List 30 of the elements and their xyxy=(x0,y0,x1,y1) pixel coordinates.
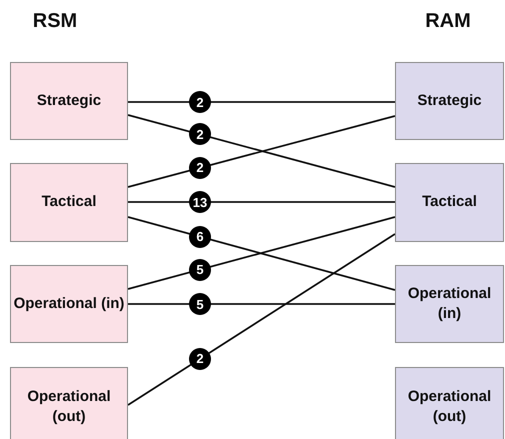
count-badge: 2 xyxy=(189,348,211,370)
category-box xyxy=(10,62,128,140)
category-label: Operational (out) xyxy=(406,386,492,427)
count-badge: 2 xyxy=(189,156,211,179)
category-box xyxy=(395,367,504,439)
category-label: Tactical xyxy=(421,192,478,212)
count-badge: 13 xyxy=(189,191,211,213)
count-badge: 2 xyxy=(189,123,211,146)
category-label: Operational (in) xyxy=(406,284,492,324)
category-box xyxy=(395,62,504,140)
connector-line xyxy=(128,201,395,203)
category-box xyxy=(395,265,504,343)
category-label: Operational (out) xyxy=(26,386,112,427)
category-box xyxy=(395,163,504,242)
category-box xyxy=(10,265,128,343)
column-heading: RSM xyxy=(32,10,78,33)
category-box xyxy=(10,163,128,242)
count-badge: 6 xyxy=(189,226,211,248)
category-label: Strategic xyxy=(416,90,483,111)
column-heading: RAM xyxy=(425,10,471,33)
category-label: Strategic xyxy=(36,90,102,111)
connector-line xyxy=(128,233,396,406)
count-badge: 5 xyxy=(189,258,211,281)
category-label: Operational (in) xyxy=(12,294,126,314)
count-badge: 5 xyxy=(189,293,211,315)
category-box xyxy=(10,367,128,439)
category-label: Tactical xyxy=(40,192,98,212)
connector-line xyxy=(128,303,395,305)
connector-line xyxy=(128,101,395,103)
count-badge: 2 xyxy=(189,91,211,113)
